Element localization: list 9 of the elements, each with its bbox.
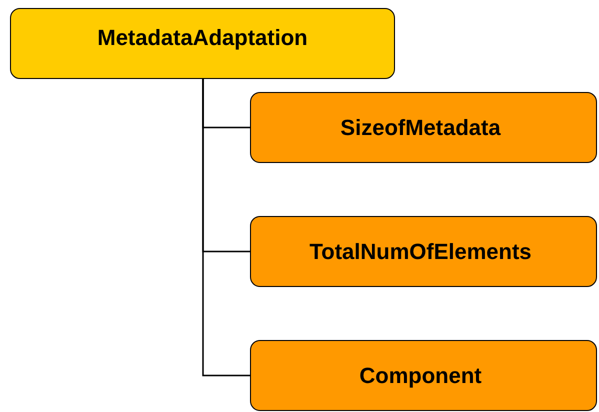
connector-line	[202, 79, 250, 376]
root-box	[10, 8, 395, 79]
node-label: Component	[359, 362, 482, 388]
child-box	[250, 92, 597, 163]
node-label: TotalNumOfElements	[309, 238, 532, 264]
child-box	[250, 340, 597, 411]
child-box	[250, 216, 597, 287]
node-label: SizeofMetadata	[340, 114, 501, 140]
node-label: MetadataAdaptation	[97, 24, 308, 50]
